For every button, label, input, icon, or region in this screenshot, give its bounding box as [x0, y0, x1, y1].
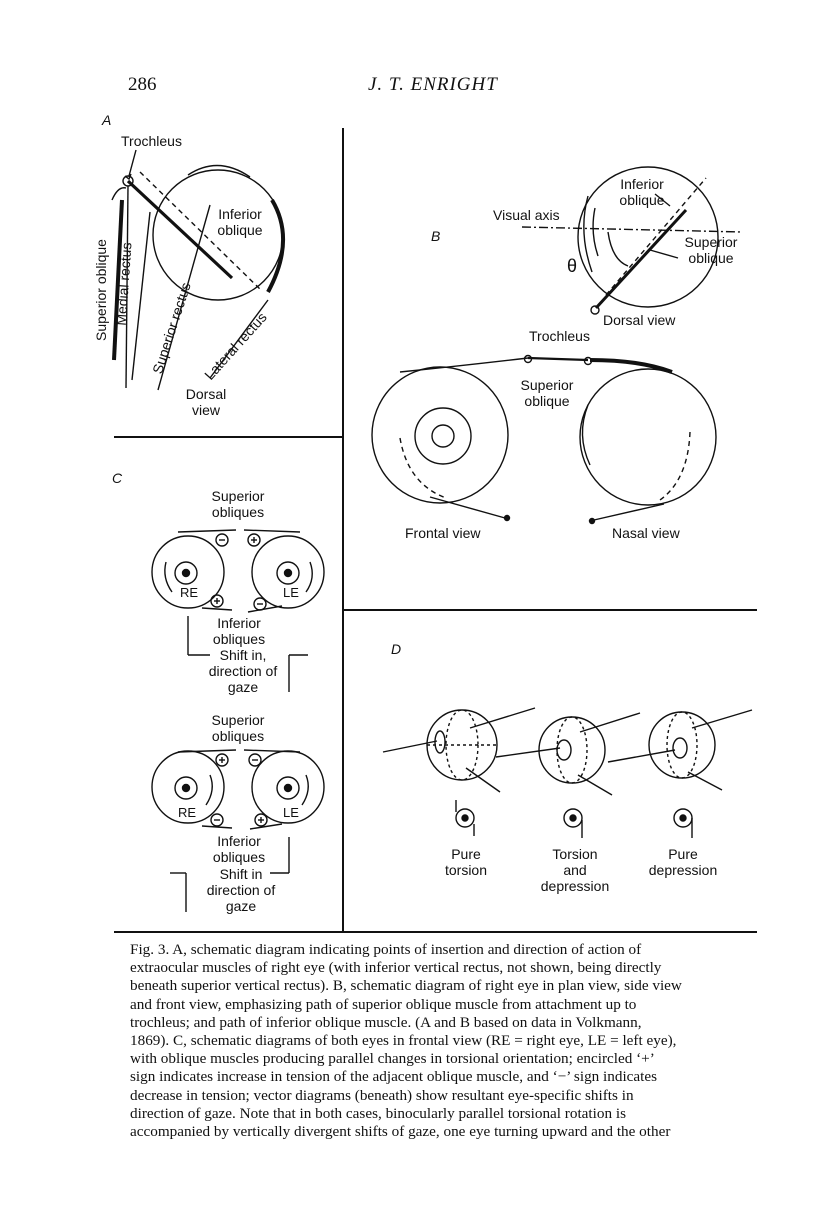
caption-line: beneath superior vertical rectus). B, sc…	[130, 977, 682, 995]
b-theta-label: θ	[567, 256, 578, 276]
d-pure-torsion-label: Pure torsion	[436, 846, 496, 878]
caption-line: and front view, emphasizing path of supe…	[130, 995, 637, 1013]
d-torsion-depression-label: Torsion and depression	[532, 846, 618, 894]
a-superior-oblique-label: Superior oblique	[92, 239, 109, 341]
b-superior-oblique-top-line1: Superior	[684, 234, 738, 250]
page-number: 286	[128, 74, 157, 95]
c-bottom-shift-line2: direction of	[206, 882, 276, 898]
panel-d-letter: D	[391, 641, 402, 657]
c-bottom-re-label: RE	[178, 805, 197, 820]
c-bottom-superior-obliques-line1: Superior	[211, 712, 265, 728]
b-dorsal-view-label: Dorsal view	[603, 312, 676, 328]
b-superior-oblique-mid-line1: Superior	[520, 377, 574, 393]
caption-line: direction of gaze. Note that in both cas…	[130, 1104, 626, 1122]
b-superior-oblique-top-label: Superior oblique	[678, 234, 744, 266]
panel-b-top-eye	[521, 166, 743, 315]
caption-line: Fig. 3. A, schematic diagram indicating …	[130, 941, 642, 958]
panel-a-diagram	[111, 149, 286, 391]
b-superior-oblique-top-line2: oblique	[688, 250, 734, 266]
caption-line: with oblique muscles producing parallel …	[130, 1050, 655, 1068]
c-bottom-le-label: LE	[283, 805, 299, 820]
c-bottom-shift-line3: gaze	[225, 898, 257, 914]
panel-a-letter: A	[102, 112, 112, 128]
a-trochleus-label: Trochleus	[121, 133, 182, 149]
c-top-inferior-obliques-label: Inferior obliques	[204, 615, 274, 647]
c-bottom-shift-line1: Shift in	[219, 866, 263, 882]
d-torsion-depression-line2: and	[563, 862, 587, 878]
a-view-line1: Dorsal	[185, 386, 227, 402]
caption-line: sign indicates increase in tension of th…	[130, 1068, 658, 1086]
c-top-shift-line1: Shift in,	[219, 647, 267, 663]
caption-line: decrease in tension; vector diagrams (be…	[130, 1086, 634, 1104]
a-view-line2: view	[191, 402, 220, 418]
c-bottom-inferior-obliques-label: Inferior obliques	[204, 833, 274, 865]
c-top-shift-label: Shift in, direction of gaze	[198, 647, 288, 695]
b-trochleus-label: Trochleus	[529, 328, 590, 344]
c-bottom-inferior-obliques-line1: Inferior	[217, 833, 261, 849]
c-top-superior-obliques-line2: obliques	[211, 504, 265, 520]
running-title: J. T. ENRIGHT	[368, 74, 498, 95]
caption-line: 1869). C, schematic diagrams of both eye…	[130, 1032, 677, 1050]
panel-d-diagram	[382, 707, 753, 838]
c-top-re-label: RE	[180, 585, 199, 600]
c-top-shift-line3: gaze	[227, 679, 259, 695]
a-view-label: Dorsal view	[178, 386, 234, 418]
panel-b-letter: B	[431, 228, 441, 244]
b-inferior-oblique-line2: oblique	[619, 192, 665, 208]
d-pure-torsion-line2: torsion	[444, 862, 488, 878]
caption-line: extraocular muscles of right eye (with i…	[130, 959, 662, 977]
figure-caption: Fig. 3. A, schematic diagram indicating …	[130, 941, 752, 1141]
c-top-superior-obliques-label: Superior obliques	[200, 488, 276, 520]
c-top-inferior-obliques-line2: obliques	[212, 631, 266, 647]
b-superior-oblique-mid-label: Superior oblique	[512, 377, 582, 409]
d-torsion-depression-line3: depression	[540, 878, 610, 894]
panel-c-top-diagram	[151, 529, 325, 692]
b-nasal-view-label: Nasal view	[612, 525, 680, 541]
c-bottom-superior-obliques-line2: obliques	[211, 728, 265, 744]
c-top-le-label: LE	[283, 585, 299, 600]
d-pure-torsion-line1: Pure	[451, 846, 481, 862]
d-torsion-depression-line1: Torsion	[552, 846, 598, 862]
b-superior-oblique-mid-line2: oblique	[524, 393, 570, 409]
a-inferior-oblique-label: Inferior oblique	[210, 206, 270, 238]
b-visual-axis-label: Visual axis	[493, 207, 560, 223]
c-bottom-shift-label: Shift in direction of gaze	[194, 866, 288, 914]
c-top-superior-obliques-line1: Superior	[211, 488, 265, 504]
panel-c-bottom-diagram	[151, 749, 325, 912]
b-inferior-oblique-label: Inferior oblique	[612, 176, 672, 208]
panel-b-frontal-eye	[371, 354, 593, 522]
a-inferior-oblique-line1: Inferior	[218, 206, 262, 222]
c-top-inferior-obliques-line1: Inferior	[217, 615, 261, 631]
b-inferior-oblique-line1: Inferior	[620, 176, 664, 192]
panel-b-nasal-eye	[579, 358, 717, 525]
c-top-shift-line2: direction of	[208, 663, 278, 679]
d-pure-depression-label: Pure depression	[640, 846, 726, 878]
c-bottom-superior-obliques-label: Superior obliques	[200, 712, 276, 744]
d-pure-depression-line2: depression	[648, 862, 718, 878]
caption-line: trochleus; and path of inferior oblique …	[130, 1013, 642, 1031]
d-pure-depression-line1: Pure	[668, 846, 698, 862]
c-bottom-inferior-obliques-line2: obliques	[212, 849, 266, 865]
a-inferior-oblique-line2: oblique	[217, 222, 263, 238]
b-frontal-view-label: Frontal view	[405, 525, 481, 541]
panel-c-letter: C	[112, 470, 123, 486]
caption-line: accompanied by vertically divergent shif…	[130, 1123, 671, 1141]
